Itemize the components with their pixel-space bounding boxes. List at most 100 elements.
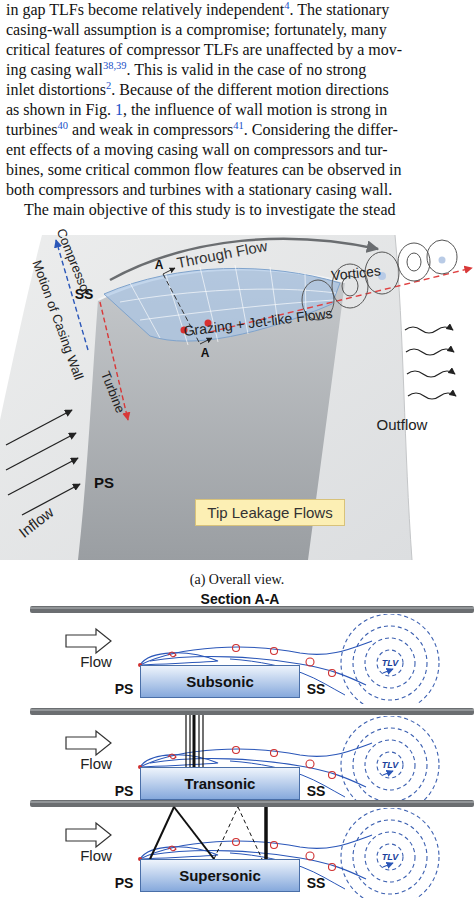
legend-box: Tip Leakage Flows	[195, 499, 345, 526]
paper-text: The main objective of this study is to i…	[24, 201, 395, 218]
node-text: Transonic	[185, 775, 256, 792]
blade-tip-section: Subsonic	[140, 665, 300, 698]
node-text: Tip Leakage Flows	[207, 504, 332, 521]
shock-line	[193, 715, 196, 767]
reference-number: 4	[284, 0, 289, 11]
inflow-arrow	[8, 458, 78, 495]
inflow-arrows	[6, 410, 80, 515]
paper-text: as shown in Fig.	[6, 101, 111, 118]
outflow-arrow	[408, 393, 456, 399]
paper-text: . Because of the different motion direct…	[111, 81, 388, 98]
reference-number: 38,39	[103, 60, 127, 71]
blade-tip-section: Supersonic	[140, 859, 300, 892]
text-line: as shown in Fig.1, the influence of wall…	[6, 100, 402, 120]
shock-lines	[186, 715, 203, 767]
text-line: inlet distortions2. Because of the diffe…	[6, 80, 402, 100]
grid-line	[130, 283, 160, 338]
paper-text: . Considering the differ-	[244, 121, 398, 138]
shock-line	[202, 715, 203, 767]
section-heading: Section A-A	[201, 592, 280, 606]
outflow-arrow	[407, 371, 455, 377]
outflow-arrow	[406, 349, 454, 355]
paper-text: critical features of compressor TLFs are…	[6, 41, 402, 58]
vortex-spiral	[427, 240, 457, 274]
flow-label: Flow	[80, 756, 112, 771]
shock-line	[189, 715, 190, 767]
text-line: The main objective of this study is to i…	[6, 200, 402, 220]
text-line: turbines40and weak in compressors41. Con…	[6, 120, 402, 140]
flow-label: Through Flow	[176, 238, 269, 270]
text-line: ing casing wall38,39. This is valid in t…	[6, 60, 402, 80]
normal-shock	[264, 807, 268, 859]
side-label: PS	[115, 784, 134, 798]
flow-label: Grazing + Jet-like Flows	[183, 306, 333, 338]
section-panel	[30, 708, 474, 814]
text-line: in gap TLFs become relatively independen…	[6, 0, 402, 20]
sheet-grid	[120, 265, 336, 345]
text-line: both compressors and turbines with a sta…	[6, 180, 402, 200]
paper-text: in gap TLFs become relatively independen…	[6, 1, 284, 18]
oblique-shock	[174, 807, 214, 859]
flow-label: Inflow	[16, 504, 56, 540]
shock-line	[185, 715, 186, 767]
paper-text: , the influence of wall motion is strong…	[123, 101, 387, 118]
vortex-spiral	[398, 243, 430, 281]
paper-text: bines, some critical common flow feature…	[6, 161, 401, 178]
paper-text: inlet distortions	[6, 81, 106, 98]
paper-text: ing casing wall	[6, 61, 103, 78]
reference-number: 41	[233, 120, 244, 131]
expansion-line	[214, 807, 238, 859]
paper-paragraph: in gap TLFs become relatively independen…	[6, 0, 402, 220]
section-marker: A	[155, 259, 164, 271]
shock-pattern	[150, 807, 266, 859]
vortex-core	[407, 253, 421, 271]
reference-number: 2	[106, 80, 111, 91]
section-panel	[30, 800, 474, 898]
paper-text: . This is valid in the case of no strong	[127, 61, 367, 78]
paper-text: casing-wall assumption is a compromise; …	[6, 21, 387, 38]
side-label: SS	[307, 682, 326, 696]
section-panel	[30, 606, 474, 712]
oblique-shock	[150, 807, 174, 859]
text-line: bines, some critical common flow feature…	[6, 160, 402, 180]
side-label: PS	[115, 682, 134, 696]
paper-text: both compressors and turbines with a sta…	[6, 181, 392, 198]
node-text: Subsonic	[186, 673, 254, 690]
motion-label: Compressor	[55, 227, 94, 298]
flow-label: Flow	[80, 848, 112, 863]
text-line: critical features of compressor TLFs are…	[6, 40, 402, 60]
expansion-line	[238, 807, 262, 859]
section-marker: A	[201, 347, 210, 359]
motion-label: Turbine	[99, 369, 127, 414]
vortex-dot	[439, 257, 446, 264]
shock-line	[198, 715, 199, 767]
side-label: PS	[94, 475, 114, 490]
tlv-label: TLV	[382, 761, 399, 770]
tlv-label: TLV	[382, 853, 399, 862]
text-line: ent effects of a moving casing wall on c…	[6, 140, 402, 160]
outflow-arrow	[405, 327, 453, 333]
paper-text: 1	[115, 101, 123, 118]
blade-tip-section: Transonic	[140, 767, 300, 800]
tlv-label: TLV	[382, 659, 399, 668]
reference-number: 40	[58, 120, 69, 131]
node-text: Supersonic	[179, 867, 261, 884]
section-tick	[163, 268, 175, 274]
section-tick	[200, 338, 212, 344]
paper-text: and weak in compressors	[72, 121, 233, 138]
paper-text: turbines	[6, 121, 58, 138]
side-label: SS	[307, 784, 326, 798]
vortex-dots	[378, 257, 446, 281]
hub-surface	[0, 235, 412, 560]
side-label: PS	[115, 876, 134, 890]
side-label: SS	[307, 876, 326, 890]
outflow-arrows	[405, 327, 456, 399]
paper-text: . The stationary	[290, 1, 390, 18]
paper-text: ent effects of a moving casing wall on c…	[6, 141, 388, 158]
flow-label: Flow	[80, 654, 112, 669]
flow-label: Outflow	[377, 417, 428, 432]
vortex-label: Vortices	[330, 263, 381, 282]
